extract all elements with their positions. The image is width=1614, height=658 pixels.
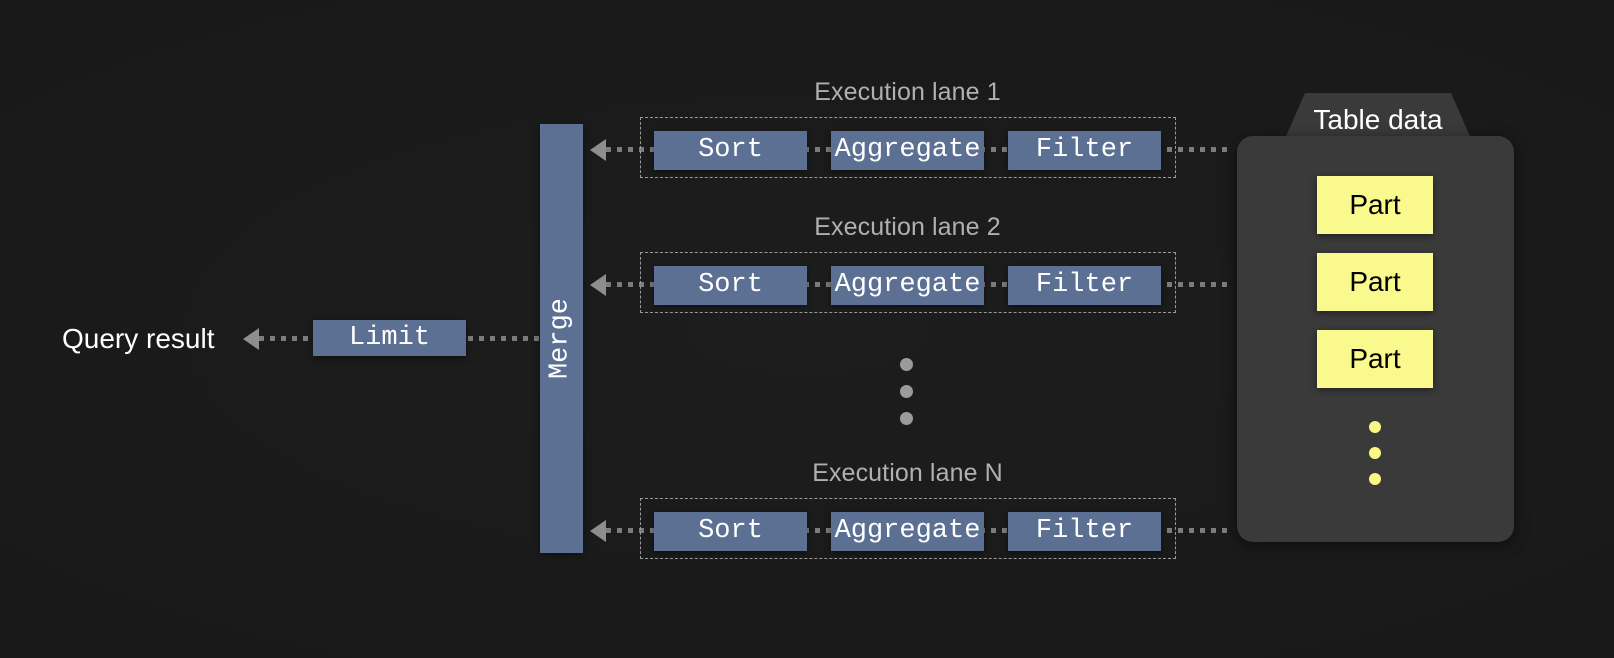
lane-container-1 — [640, 117, 1176, 178]
arrow-lane-2-to-merge-icon — [590, 274, 606, 296]
operator-limit[interactable]: Limit — [313, 320, 466, 356]
arrow-lane-n-to-merge-icon — [590, 520, 606, 542]
operator-sort-lane-2[interactable]: Sort — [654, 266, 807, 305]
lane-container-2 — [640, 252, 1176, 313]
operator-sort-lane-1[interactable]: Sort — [654, 131, 807, 170]
query-result-label: Query result — [62, 323, 215, 354]
operator-aggregate-lane-n[interactable]: Aggregate — [831, 512, 984, 551]
table-part-ellipsis-icon — [1369, 421, 1381, 499]
operator-sort-lane-n[interactable]: Sort — [654, 512, 807, 551]
table-part-1[interactable]: Part — [1317, 176, 1433, 234]
table-part-3[interactable]: Part — [1317, 330, 1433, 388]
table-data-title: Table data — [1313, 104, 1443, 135]
lane-title-n: Execution lane N — [812, 459, 1003, 487]
lane-title-1: Execution lane 1 — [814, 78, 1001, 106]
arrow-to-query-result-icon — [243, 328, 259, 350]
operator-filter-lane-1[interactable]: Filter — [1008, 131, 1161, 170]
arrow-lane-1-to-merge-icon — [590, 139, 606, 161]
operator-filter-lane-2[interactable]: Filter — [1008, 266, 1161, 305]
operator-aggregate-lane-2[interactable]: Aggregate — [831, 266, 984, 305]
lane-ellipsis-icon — [900, 358, 913, 439]
lane-title-2: Execution lane 2 — [814, 213, 1001, 241]
operator-filter-lane-n[interactable]: Filter — [1008, 512, 1161, 551]
merge-label: Merge — [545, 298, 576, 380]
table-data-tab-shape — [1283, 93, 1473, 143]
lane-container-n — [640, 498, 1176, 559]
operator-aggregate-lane-1[interactable]: Aggregate — [831, 131, 984, 170]
table-part-2[interactable]: Part — [1317, 253, 1433, 311]
merge-bar[interactable] — [540, 124, 583, 553]
